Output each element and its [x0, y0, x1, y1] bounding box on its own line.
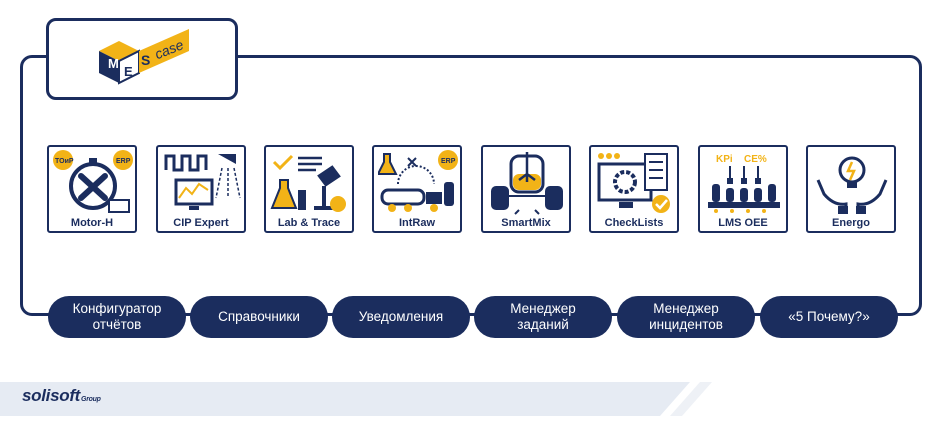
tile-badge-kpi: KPi	[716, 154, 733, 165]
tile-label: SmartMix	[501, 217, 551, 229]
lab-microscope-flask-icon	[270, 154, 346, 212]
module-five-whys[interactable]: «5 Почему?»	[760, 296, 898, 338]
tile-energo[interactable]: Energo	[806, 145, 896, 233]
logo-letter-s: S	[141, 52, 150, 68]
module-incident-manager[interactable]: Менеджер инцидентов	[617, 296, 755, 338]
tile-label: Energo	[832, 217, 870, 229]
tile-badge-toir: TOиР	[55, 158, 74, 165]
tile-cip-expert[interactable]: CIP Expert	[156, 145, 246, 233]
module-label: Справочники	[218, 309, 300, 324]
mes-case-logo: M E S case	[46, 18, 238, 100]
motor-stopwatch-tools-icon: TOиР ERP	[53, 150, 133, 213]
tile-intraw[interactable]: ERP IntRaw	[372, 145, 462, 233]
logo-letter-m: M	[108, 56, 119, 71]
tile-label: LMS OEE	[718, 217, 768, 229]
module-label: Менеджер заданий	[510, 301, 576, 332]
platform-frame	[20, 55, 922, 316]
mixing-tanks-icon	[491, 152, 563, 215]
solisoft-logo: solisoftGroup	[22, 386, 101, 406]
tile-badge-ce: CE%	[744, 154, 767, 165]
tile-badge-erp: ERP	[441, 158, 456, 165]
brand-name: solisoft	[22, 386, 81, 405]
tanker-truck-flask-icon: ERP	[378, 150, 458, 212]
tile-motor-h[interactable]: TOиР ERP Motor-H	[47, 145, 137, 233]
module-notifications[interactable]: Уведомления	[332, 296, 470, 338]
tile-label: Lab & Trace	[277, 217, 341, 229]
cip-pipes-monitor-icon	[164, 154, 241, 210]
tile-label: IntRaw	[398, 217, 436, 229]
module-report-configurator[interactable]: Конфигуратор отчётов	[48, 296, 186, 338]
module-task-manager[interactable]: Менеджер заданий	[474, 296, 612, 338]
module-label: Уведомления	[358, 309, 444, 324]
logo-letter-e: E	[124, 64, 133, 79]
module-label: Менеджер инцидентов	[649, 301, 723, 332]
tile-smartmix[interactable]: SmartMix	[481, 145, 571, 233]
tile-label: Motor-H	[70, 217, 114, 229]
checklist-monitor-icon	[597, 153, 670, 213]
tile-badge-erp: ERP	[116, 158, 131, 165]
module-reference-books[interactable]: Справочники	[190, 296, 328, 338]
tile-label: CIP Expert	[173, 217, 229, 229]
tile-lms-oee[interactable]: KPi CE% LMS OEE	[698, 145, 788, 233]
hands-lightbulb-icon	[816, 156, 888, 214]
mes-cube-logo-icon: M E S case	[99, 29, 189, 85]
tile-checklists[interactable]: CheckLists	[589, 145, 679, 233]
module-label: Конфигуратор отчётов	[72, 301, 162, 332]
tile-lab-trace[interactable]: Lab & Trace	[264, 145, 354, 233]
bottling-line-icon: KPi CE%	[708, 154, 780, 213]
tile-label: CheckLists	[604, 217, 664, 229]
brand-suffix: Group	[81, 396, 101, 403]
module-label: «5 Почему?»	[788, 309, 870, 324]
footer-band	[0, 382, 712, 416]
